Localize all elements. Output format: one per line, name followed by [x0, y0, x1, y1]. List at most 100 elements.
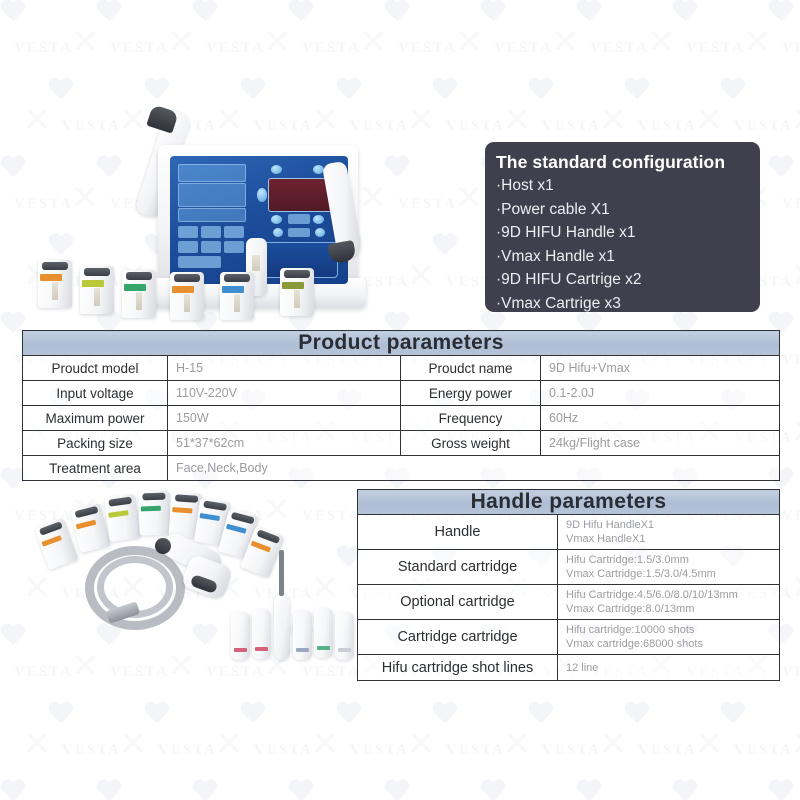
cell-input-voltage-value: 110V-220V	[167, 380, 401, 406]
heart-watermark-icon	[768, 0, 794, 24]
cell-product-model-label: Proudct model	[22, 355, 168, 381]
screen-button-3	[224, 226, 244, 238]
vmax-band	[234, 647, 247, 652]
cartridge-band	[250, 540, 271, 553]
cartridge-6	[280, 268, 314, 316]
screen-panel-energy	[178, 208, 246, 222]
vmax-pen	[274, 594, 290, 660]
cell-gross-weight-value: 24kg/Flight case	[539, 430, 781, 456]
cell-product-name-value: 9D Hifu+Vmax	[539, 355, 781, 381]
screen-indicator	[288, 214, 310, 224]
table-row: Cartridge cartridge Hifu cartridge:10000…	[357, 619, 781, 655]
vesta-watermark-text: VESTA	[206, 40, 265, 56]
cell-frequency-value: 60Hz	[539, 405, 781, 431]
heart-watermark-icon	[192, 0, 218, 24]
product-parameters-title: Product parameters	[21, 330, 781, 356]
cartridge-band	[225, 523, 247, 534]
vesta-watermark-text: VESTA	[734, 118, 793, 134]
vmax-cartridge-2	[252, 609, 271, 659]
x-watermark-icon: ✕	[0, 494, 16, 528]
x-watermark-icon: ✕	[22, 726, 52, 763]
vesta-watermark-text: VESTA	[110, 40, 169, 56]
accessories-photo	[25, 488, 355, 673]
x-watermark-icon: ✕	[0, 182, 16, 216]
cell-frequency-label: Frequency	[400, 405, 541, 431]
cartridge-top	[230, 511, 256, 525]
cell-optional-cartridge-value: Hifu Cartridge:4.5/6.0/8.0/10/13mm Vmax …	[556, 584, 781, 620]
config-item-hifu-cartridge: ·9D HIFU Cartrige x2	[496, 271, 642, 288]
x-watermark-icon: ✕	[406, 102, 436, 139]
cartridge-top	[84, 267, 110, 277]
x-watermark-icon: ✕	[646, 24, 676, 61]
cell-shot-lines-value: 12 line	[556, 654, 781, 681]
handle-parameters-table: Handle parameters Handle 9D Hifu HandleX…	[356, 489, 781, 681]
cartridge-4	[170, 272, 204, 320]
heart-watermark-icon	[384, 780, 410, 800]
heart-watermark-icon	[432, 234, 458, 258]
screen-button-2	[201, 226, 221, 238]
vesta-watermark-text: VESTA	[638, 118, 697, 134]
cartridge-window	[51, 282, 58, 301]
x-watermark-icon: ✕	[778, 260, 800, 294]
value-line-2: Vmax Cartridge:8.0/13mm	[566, 603, 695, 615]
vmax-cartridge-3	[293, 610, 312, 660]
heart-watermark-icon	[576, 0, 602, 24]
table-row: Input voltage 110V-220V Energy power 0.1…	[22, 380, 781, 406]
x-watermark-icon: ✕	[118, 726, 148, 763]
cell-energy-power-label: Energy power	[400, 380, 541, 406]
vesta-watermark-text: VESTA	[734, 742, 793, 758]
screen-panel-top	[178, 164, 246, 182]
heart-watermark-icon	[144, 78, 170, 102]
heart-watermark-icon	[528, 702, 554, 726]
cell-product-name-label: Proudct name	[400, 355, 541, 381]
cartridge-band	[41, 534, 62, 548]
cell-maximum-power-label: Maximum power	[22, 405, 168, 431]
value-line-1: Hifu cartridge:10000 shots	[566, 624, 695, 636]
cartridge-top	[224, 273, 250, 283]
cartridge-top	[284, 269, 310, 279]
vesta-watermark-text: VESTA	[494, 40, 553, 56]
heart-watermark-icon	[432, 702, 458, 726]
table-row: Handle 9D Hifu HandleX1 Vmax HandleX1	[357, 514, 781, 550]
vmax-band	[255, 646, 268, 651]
x-watermark-icon: ✕	[166, 24, 196, 61]
x-watermark-icon: ✕	[0, 26, 16, 60]
cartridge-band	[282, 282, 304, 289]
vesta-watermark-text: VESTA	[14, 40, 73, 56]
acc-cartridge-3	[104, 494, 141, 542]
heart-watermark-icon	[0, 780, 26, 800]
heart-watermark-icon	[768, 780, 794, 800]
cell-maximum-power-value: 150W	[167, 405, 401, 431]
cartridge-window	[293, 290, 300, 309]
config-item-host: ·Host x1	[496, 177, 554, 194]
heart-watermark-icon	[624, 78, 650, 102]
cartridge-window	[93, 288, 100, 307]
cartridge-top	[174, 273, 200, 283]
heart-watermark-icon	[96, 780, 122, 800]
cell-product-model-value: H-15	[167, 355, 401, 381]
value-line-2: Vmax Cartridge:1.5/3.0/4.5mm	[566, 568, 716, 580]
heart-watermark-icon	[576, 780, 602, 800]
x-watermark-icon: ✕	[214, 726, 244, 763]
config-item-power-cable: ·Power cable X1	[496, 200, 610, 218]
cell-cartridge-cartridge-label: Cartridge cartridge	[357, 619, 558, 655]
heart-watermark-icon	[240, 78, 266, 102]
heart-watermark-icon	[288, 780, 314, 800]
config-item-vmax-handle: ·Vmax Handle x1	[496, 247, 615, 265]
cartridge-band	[222, 286, 244, 293]
x-watermark-icon: ✕	[70, 24, 100, 61]
heart-watermark-icon	[48, 78, 74, 102]
cartridge-band	[172, 286, 194, 293]
cell-packing-size-label: Packing size	[22, 430, 168, 456]
main-unit-photo	[30, 100, 370, 325]
vmax-cartridge-4	[314, 608, 333, 658]
cell-packing-size-value: 51*37*62cm	[167, 430, 401, 456]
knob-bottom-right	[315, 228, 325, 237]
x-watermark-icon: ✕	[262, 24, 292, 61]
knob-up-right	[313, 165, 324, 174]
front-handpiece-window	[252, 255, 260, 271]
value-line-1: Hifu Cartridge:4.5/6.0/8.0/10/13mm	[566, 589, 738, 601]
cartridge-top	[108, 496, 133, 507]
heart-watermark-icon	[432, 78, 458, 102]
x-watermark-icon: ✕	[778, 572, 800, 606]
